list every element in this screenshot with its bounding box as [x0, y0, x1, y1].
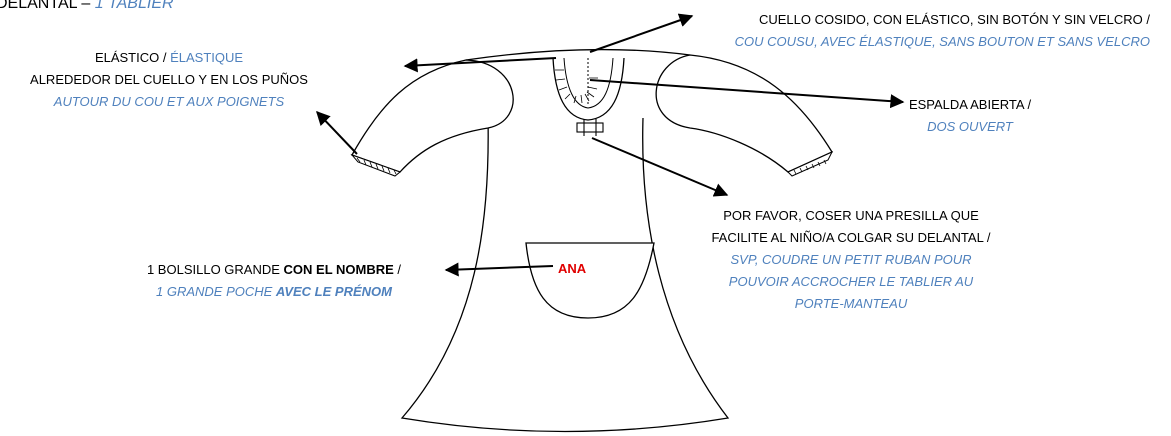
label-loop-fr-2: POUVOIR ACCROCHER LE TABLIER AU	[728, 274, 974, 289]
label-collar-es: CUELLO COSIDO, CON ELÁSTICO, SIN BOTÓN Y…	[758, 12, 1150, 27]
label-collar-fr: COU COUSU, AVEC ÉLASTIQUE, SANS BOUTON E…	[734, 34, 1150, 49]
arrow-pocket	[444, 262, 554, 277]
arrow-loop	[591, 137, 729, 197]
label-pocket-es-1: 1 BOLSILLO GRANDE	[146, 262, 284, 277]
label-elastic-es-1: ELÁSTICO /	[94, 50, 171, 65]
label-collar: CUELLO COSIDO, CON ELÁSTICO, SIN BOTÓN Y…	[690, 9, 1150, 53]
pocket-name: ANA	[558, 261, 587, 276]
label-loop-es-1: POR FAVOR, COSER UNA PRESILLA QUE	[723, 208, 979, 223]
collar-inner	[563, 57, 614, 109]
right-sleeve	[655, 54, 833, 173]
label-pocket-fr-bold: AVEC LE PRÉNOM	[275, 284, 392, 299]
label-loop: POR FAVOR, COSER UNA PRESILLA QUE FACILI…	[688, 205, 1014, 315]
label-loop-es-2: FACILITE AL NIÑO/A COLGAR SU DELANTAL /	[711, 230, 991, 245]
label-pocket-line2: 1 GRANDE POCHE AVEC LE PRÉNOM	[108, 281, 440, 303]
collar-elastic	[555, 69, 598, 104]
arrow-collar	[589, 13, 694, 53]
collar-outline	[552, 57, 625, 121]
arrow-back	[589, 79, 905, 109]
label-pocket-es-bold: CON EL NOMBRE	[283, 262, 394, 277]
arrow-elastic-cuff	[316, 110, 358, 155]
label-back-es: ESPALDA ABIERTA /	[908, 97, 1032, 112]
label-pocket-fr-1: 1 GRANDE POCHE	[156, 284, 276, 299]
title-fr: 1 TABLIER	[94, 0, 174, 12]
page-title: DELANTAL – 1 TABLIER	[0, 0, 174, 14]
label-pocket-es-2: /	[393, 262, 402, 277]
label-pocket-line1: 1 BOLSILLO GRANDE CON EL NOMBRE /	[108, 259, 440, 281]
pocket-outline	[525, 242, 655, 319]
left-cuff-elastic	[356, 157, 397, 175]
arrow-elastic-neck	[403, 57, 557, 73]
left-sleeve	[351, 59, 514, 173]
label-loop-fr-3: PORTE-MANTEAU	[794, 296, 908, 311]
label-back: ESPALDA ABIERTA / DOS OUVERT	[900, 94, 1040, 138]
label-elastic-fr-2: AUTOUR DU COU ET AUX POIGNETS	[53, 94, 285, 109]
title-es: DELANTAL –	[0, 0, 95, 12]
label-elastic-fr-1: ÉLASTIQUE	[170, 50, 244, 65]
hanging-loop	[576, 122, 604, 133]
apron-body-outline	[400, 117, 730, 433]
label-elastic: ELÁSTICO / ÉLASTIQUE ALREDEDOR DEL CUELL…	[0, 47, 338, 113]
label-pocket: 1 BOLSILLO GRANDE CON EL NOMBRE / 1 GRAN…	[108, 259, 440, 303]
right-cuff-elastic	[793, 159, 827, 175]
label-elastic-line1: ELÁSTICO / ÉLASTIQUE	[0, 47, 338, 69]
label-back-fr: DOS OUVERT	[927, 119, 1013, 134]
apron-yoke-line	[465, 48, 691, 61]
label-elastic-es-2: ALREDEDOR DEL CUELLO Y EN LOS PUÑOS	[30, 72, 308, 87]
right-cuff	[787, 150, 834, 177]
label-loop-fr-1: SVP, COUDRE UN PETIT RUBAN POUR	[730, 252, 972, 267]
